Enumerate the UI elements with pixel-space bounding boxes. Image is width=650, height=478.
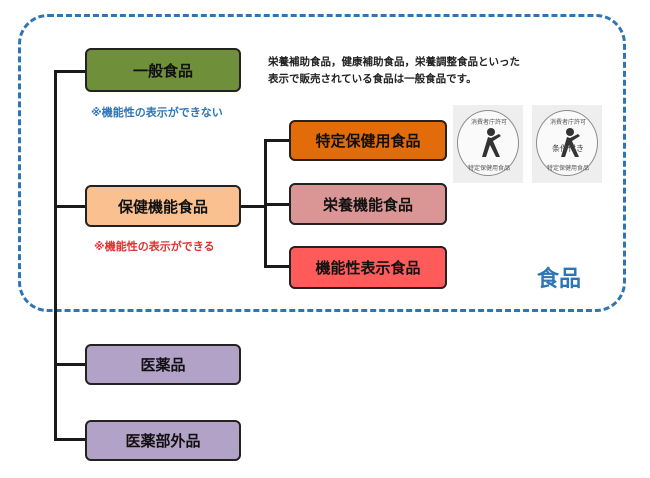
- foshu-box: 特定保健用食品: [289, 120, 447, 161]
- branch-function-claims: [264, 265, 290, 268]
- foshu-approval-mark: 消費者庁許可 特定保健用食品: [457, 110, 519, 176]
- person-figure-icon: [561, 128, 580, 157]
- nutrient-function-box: 栄養機能食品: [289, 183, 447, 225]
- quasi-drug-box: 医薬部外品: [85, 420, 241, 461]
- branch-quasi-drug: [54, 438, 86, 441]
- health-function-food-label: 保健機能食品: [117, 197, 208, 216]
- quasi-drug-label: 医薬部外品: [125, 432, 201, 450]
- medicine-label: 医薬品: [140, 356, 186, 374]
- branch-medicine: [54, 363, 86, 366]
- foshu-mark-bottom-text: 特定保健用食品: [467, 165, 510, 172]
- food-category-label: 食品: [537, 267, 582, 292]
- description-text: 栄養補助食品，健康補助食品，栄養調整食品といった 表示で販売されている食品は一般…: [268, 54, 520, 88]
- foshu-label: 特定保健用食品: [315, 132, 421, 150]
- nutrient-function-label: 栄養機能食品: [322, 195, 413, 214]
- conditional-mark-top-text: 消費者庁許可: [549, 119, 586, 126]
- branch-health-function: [54, 205, 86, 208]
- general-food-box: 一般食品: [85, 48, 241, 92]
- general-food-label: 一般食品: [132, 61, 193, 80]
- foshu-mark-top-text: 消費者庁許可: [470, 119, 507, 126]
- general-food-note: ※機能性の表示ができない: [91, 106, 223, 119]
- health-function-food-box: 保健機能食品: [85, 185, 241, 227]
- food-category-frame: [18, 14, 626, 312]
- branch-to-subtree: [240, 205, 267, 208]
- conditional-mark-bottom-text: 特定保健用食品: [546, 165, 589, 172]
- function-claims-label: 機能性表示食品: [315, 259, 421, 277]
- conditional-mark-middle-text: 条件付き: [552, 144, 584, 153]
- branch-general-food: [54, 70, 86, 73]
- function-claims-box: 機能性表示食品: [289, 246, 447, 289]
- person-figure-icon: [482, 128, 501, 157]
- conditional-foshu-approval-mark: 消費者庁許可 条件付き 特定保健用食品: [536, 110, 598, 176]
- branch-nutrient: [264, 203, 290, 206]
- description-line-2: 表示で販売されている食品は一般食品です。: [268, 73, 477, 85]
- main-trunk-line: [54, 70, 57, 441]
- branch-foshu: [264, 139, 290, 142]
- description-line-1: 栄養補助食品，健康補助食品，栄養調整食品といった: [268, 56, 520, 68]
- medicine-box: 医薬品: [85, 344, 241, 385]
- health-function-food-note: ※機能性の表示ができる: [94, 240, 215, 253]
